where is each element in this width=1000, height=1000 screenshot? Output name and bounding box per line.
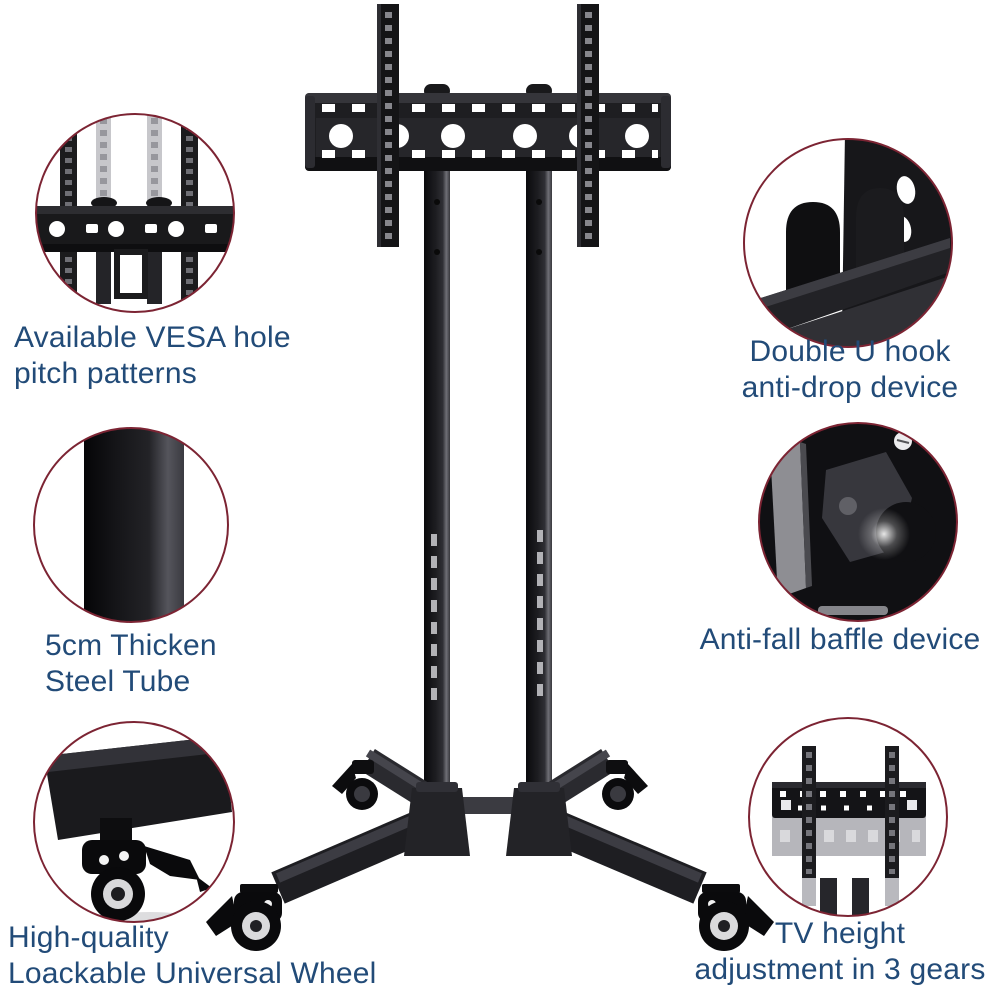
label-vesa: Available VESA hole pitch patterns <box>14 320 334 392</box>
label-height: TV height adjustment in 3 gears <box>680 916 1000 988</box>
label-wheel-line2: Loackable Universal Wheel <box>8 957 377 990</box>
tv-stand <box>206 4 774 951</box>
caster-front-right <box>698 884 774 951</box>
baffle-detail <box>759 423 957 621</box>
callout-vesa <box>35 113 235 313</box>
vesa-rail-right <box>577 4 599 247</box>
label-u-hook-line2: anti-drop device <box>741 371 959 404</box>
callout-ring-u-hook <box>743 138 953 348</box>
wheel-detail <box>44 736 232 922</box>
caster-back-left <box>332 760 378 810</box>
label-steel-tube-line2: Steel Tube <box>45 665 191 698</box>
label-height-line2: adjustment in 3 gears <box>694 953 986 986</box>
label-baffle-line1: Anti-fall baffle device <box>699 623 981 656</box>
label-u-hook-line1: Double U hook <box>749 335 951 368</box>
height-adjust-detail <box>772 746 926 916</box>
label-steel-tube-line1: 5cm Thicken <box>45 629 217 662</box>
stand-base <box>206 748 774 951</box>
label-wheel: High-quality Loackable Universal Wheel <box>8 920 438 992</box>
label-height-line1: TV height <box>774 917 906 950</box>
callout-wheel <box>33 721 235 923</box>
hub-left <box>404 782 470 856</box>
callout-ring-height <box>748 717 948 917</box>
vesa-rail-left <box>377 4 399 247</box>
callout-height <box>748 717 948 917</box>
callout-ring-steel-tube <box>33 427 229 623</box>
hub-right <box>506 782 572 856</box>
u-hook-detail <box>748 139 952 347</box>
steel-tube-detail <box>84 428 184 622</box>
caster-back-right <box>602 760 648 810</box>
callout-baffle <box>758 422 958 622</box>
vesa-detail <box>36 114 234 304</box>
label-steel-tube: 5cm Thicken Steel Tube <box>45 628 275 700</box>
callout-ring-vesa <box>35 113 235 313</box>
callout-ring-wheel <box>33 721 235 923</box>
pole-left <box>424 164 450 800</box>
caster-front-left <box>206 884 282 951</box>
label-vesa-line2: pitch patterns <box>14 357 197 390</box>
callout-ring-baffle <box>758 422 958 622</box>
callout-steel-tube <box>33 427 229 623</box>
callout-u-hook <box>743 138 953 348</box>
label-vesa-line1: Available VESA hole <box>14 321 291 354</box>
label-baffle: Anti-fall baffle device <box>680 622 1000 658</box>
pole-right <box>526 164 552 800</box>
label-wheel-line1: High-quality <box>8 921 169 954</box>
label-u-hook: Double U hook anti-drop device <box>700 334 1000 406</box>
mount-crossbar <box>305 93 671 171</box>
